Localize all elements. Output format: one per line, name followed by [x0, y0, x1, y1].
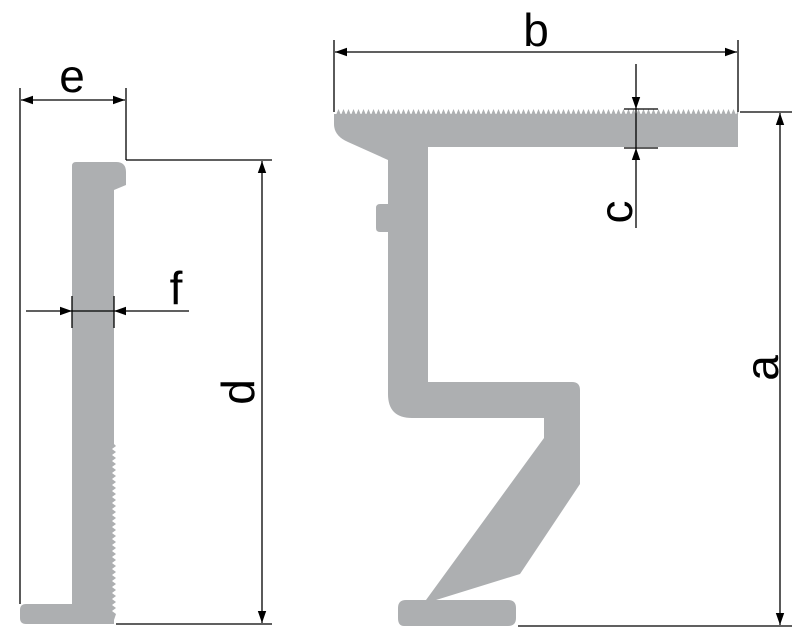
label-f: f [170, 262, 183, 314]
label-d: d [212, 379, 264, 405]
label-b: b [523, 4, 549, 56]
right-profile [334, 114, 738, 626]
dimension-c: c [590, 64, 658, 228]
label-c: c [590, 201, 642, 224]
left-profile [20, 162, 126, 624]
serrated-top-surface [336, 109, 739, 115]
dimension-f: f [26, 262, 189, 328]
dimension-d: d [116, 159, 272, 625]
label-e: e [59, 50, 85, 102]
dimension-a: a [518, 111, 792, 627]
dimension-b: b [333, 4, 739, 112]
label-a: a [736, 355, 788, 381]
dimension-e: e [19, 50, 127, 604]
